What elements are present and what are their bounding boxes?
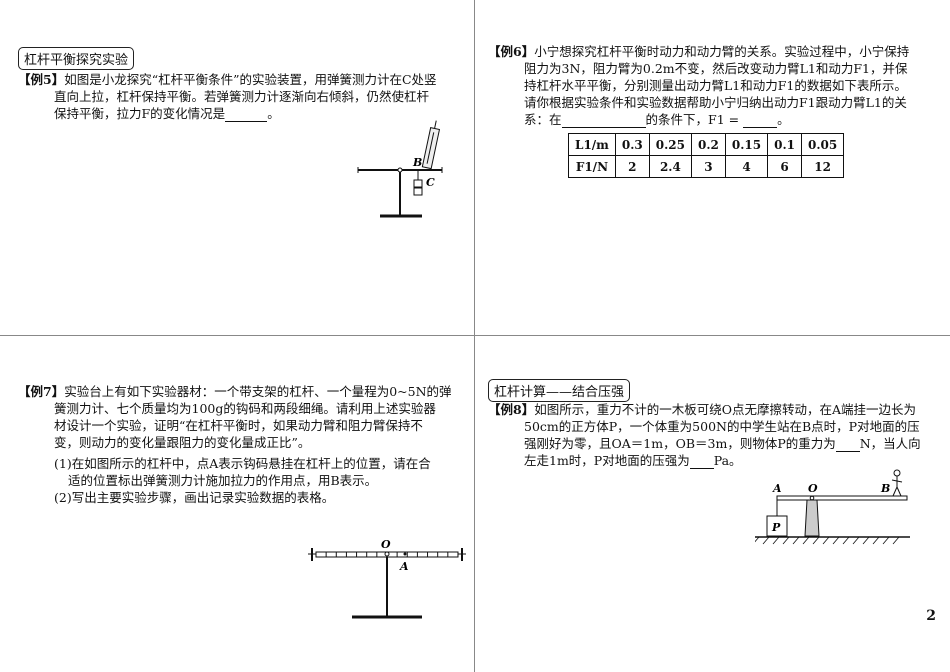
- question-5-tag: 【例5】: [18, 72, 65, 87]
- question-6-line-1: 小宁想探究杠杆平衡时动力和动力臂的关系。实验过程中，小宁保持: [534, 44, 910, 59]
- question-6-line-3: 持杠杆水平平衡，分别测量出动力臂L1和动力F1的数据如下表所示。: [524, 78, 907, 93]
- question-8-tag: 【例8】: [488, 402, 535, 417]
- section-title-lever-experiment: 杠杆平衡探究实验: [18, 47, 135, 70]
- label-b: B: [880, 482, 890, 495]
- question-6-line-4: 请你根据实验条件和实验数据帮助小宁归纳出动力F1跟动力臂L1的关: [524, 95, 907, 110]
- question-5: 【例5】如图是小龙探究“杠杆平衡条件”的实验装置，用弹簧测力计在C处竖 直向上拉…: [18, 71, 468, 122]
- question-7: 【例7】实验台上有如下实验器材：一个带支架的杠杆、一个量程为0~5N的弹 簧测力…: [18, 383, 468, 506]
- table-header-f1: F1/N: [568, 155, 616, 178]
- board-pivot-cube-figure: A O B P: [755, 469, 910, 545]
- question-5-line-1: 如图是小龙探究“杠杆平衡条件”的实验装置，用弹簧测力计在C处竖: [64, 72, 437, 87]
- label-p: P: [771, 521, 781, 534]
- label-a: A: [399, 560, 409, 573]
- lever-spring-scale-figure: B C: [357, 120, 443, 218]
- question-7-tag: 【例7】: [18, 384, 65, 399]
- question-6-tag: 【例6】: [488, 44, 535, 59]
- section-title-lever-pressure: 杠杆计算——结合压强: [488, 379, 631, 402]
- quadrant-example-7: 【例7】实验台上有如下实验器材：一个带支架的杠杆、一个量程为0~5N的弹 簧测力…: [0, 336, 475, 672]
- question-7-line-3: 材设计一个实验，证明“在杠杆平衡时，如果动力臂和阻力臂保持不: [54, 418, 423, 433]
- question-8: 【例8】如图所示，重力不计的一木板可绕O点无摩擦转动，在A端挂一边长为 50cm…: [488, 401, 943, 469]
- label-o: O: [808, 482, 818, 495]
- question-5-line-3: 保持平衡，拉力F的变化情况是: [54, 106, 226, 121]
- question-7-line-1: 实验台上有如下实验器材：一个带支架的杠杆、一个量程为0~5N的弹: [64, 384, 452, 399]
- question-7-sub-1b: 适的位置标出弹簧测力计施加拉力的作用点，用B表示。: [68, 473, 378, 488]
- question-8-line-1: 如图所示，重力不计的一木板可绕O点无摩擦转动，在A端挂一边长为: [534, 402, 916, 417]
- question-7-line-4: 变，则动力的变化量跟阻力的变化量成正比”。: [54, 435, 311, 450]
- answer-blank-gravity[interactable]: [835, 438, 860, 452]
- label-a: A: [772, 482, 782, 495]
- question-7-line-2: 簧测力计、七个质量均为100g的钩码和两段细绳。请利用上述实验器: [54, 401, 436, 416]
- table-row: L1/m 0.3 0.25 0.2 0.15 0.1 0.05: [568, 133, 845, 156]
- answer-blank-formula[interactable]: [743, 114, 778, 128]
- quadrant-example-8: 杠杆计算——结合压强 【例8】如图所示，重力不计的一木板可绕O点无摩擦转动，在A…: [475, 336, 950, 672]
- answer-blank[interactable]: [225, 108, 268, 122]
- question-6-line-2: 阻力为3N，阻力臂为0.2m不变，然后改变动力臂L1和动力F1，并保: [524, 61, 908, 76]
- question-8-line-2: 50cm的正方体P，一个体重为500N的中学生站在B点时，P对地面的压: [524, 419, 920, 434]
- horizontal-divider: [0, 335, 950, 336]
- question-7-sub-2: (2)写出主要实验步骤，画出记录实验数据的表格。: [54, 490, 335, 505]
- vertical-divider: [474, 0, 475, 672]
- question-6: 【例6】小宁想探究杠杆平衡时动力和动力臂的关系。实验过程中，小宁保持 阻力为3N…: [488, 43, 943, 128]
- quadrant-example-6: 【例6】小宁想探究杠杆平衡时动力和动力臂的关系。实验过程中，小宁保持 阻力为3N…: [475, 0, 950, 336]
- table-row: F1/N 2 2.4 3 4 6 12: [568, 155, 845, 178]
- answer-blank-condition[interactable]: [561, 114, 646, 128]
- lever-with-stand-figure: O A: [308, 538, 466, 619]
- table-header-l1: L1/m: [568, 133, 616, 156]
- answer-blank-pressure[interactable]: [689, 455, 714, 469]
- question-5-line-2: 直向上拉，杠杆保持平衡。若弹簧测力计逐渐向右倾斜，仍然使杠杆: [54, 89, 430, 104]
- label-c: C: [426, 176, 435, 189]
- page-number: 2: [926, 608, 936, 624]
- question-8-line-3: 强刚好为零，且OA＝1m，OB＝3m，则物体P的重力为: [524, 436, 836, 451]
- label-b: B: [412, 156, 422, 169]
- label-o: O: [381, 538, 391, 551]
- data-table: L1/m 0.3 0.25 0.2 0.15 0.1 0.05 F1/N 2 2…: [568, 133, 845, 178]
- question-7-sub-1a: (1)在如图所示的杠杆中，点A表示钩码悬挂在杠杆上的位置，请在合: [54, 456, 431, 471]
- quadrant-example-5: 杠杆平衡探究实验 【例5】如图是小龙探究“杠杆平衡条件”的实验装置，用弹簧测力计…: [0, 0, 475, 336]
